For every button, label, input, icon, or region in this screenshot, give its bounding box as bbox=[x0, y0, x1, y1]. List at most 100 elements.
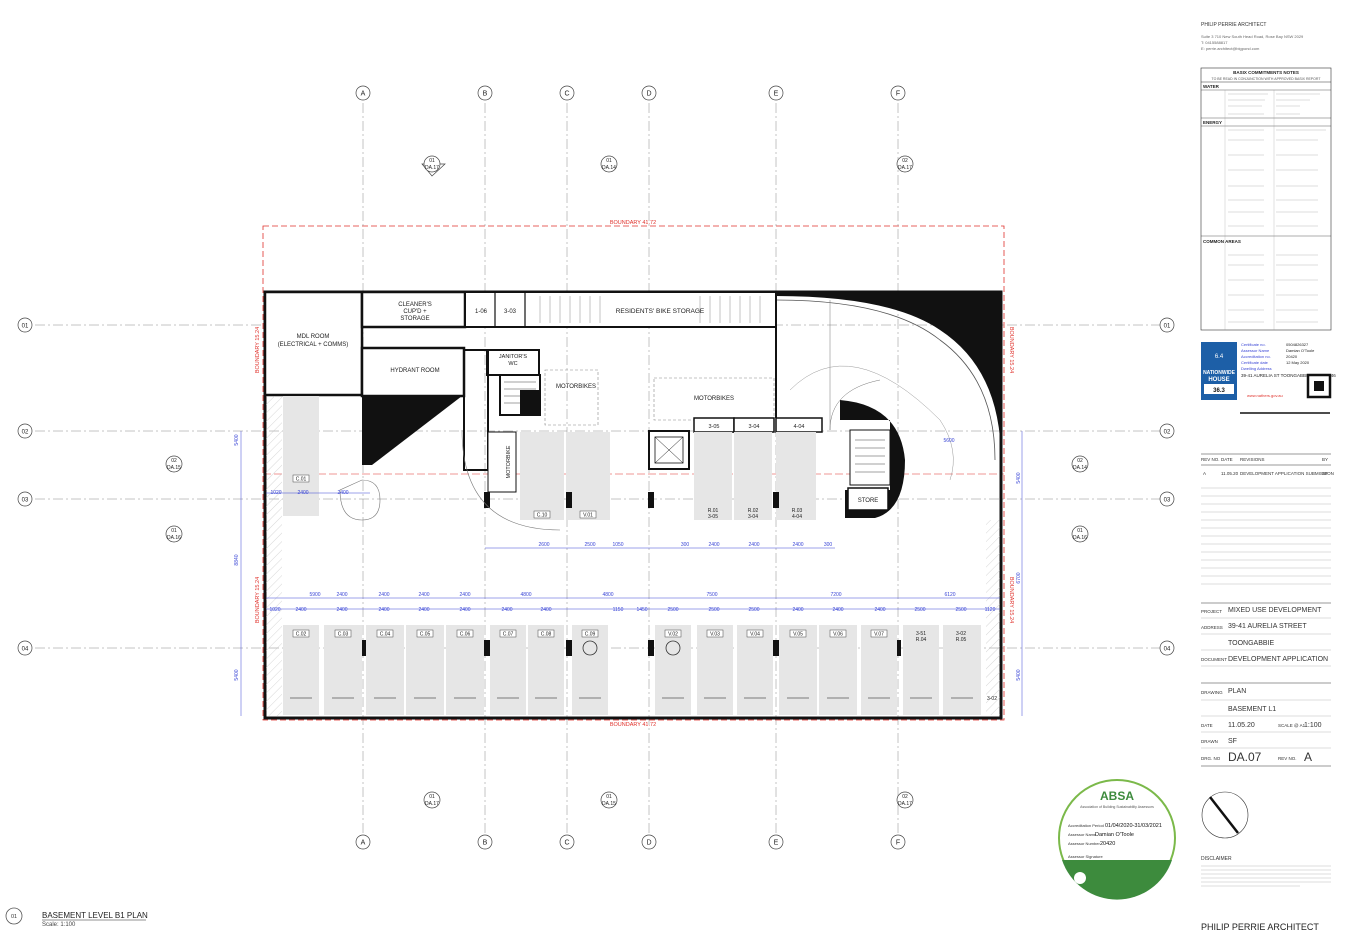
svg-text:02: 02 bbox=[1164, 430, 1171, 436]
nathers-certificate: 6.4 NATIONWIDE HOUSE 36.3 Certificate no… bbox=[1201, 342, 1336, 414]
svg-text:BASIX COMMITMENTS NOTES: BASIX COMMITMENTS NOTES bbox=[1233, 70, 1299, 75]
svg-text:12 May 2020: 12 May 2020 bbox=[1286, 360, 1310, 365]
svg-text:HYDRANT ROOM: HYDRANT ROOM bbox=[390, 368, 439, 374]
svg-text:2400: 2400 bbox=[832, 607, 843, 613]
svg-text:3-05: 3-05 bbox=[708, 514, 718, 520]
svg-text:SF: SF bbox=[1322, 471, 1328, 476]
svg-text:11.05.20: 11.05.20 bbox=[1228, 722, 1255, 729]
svg-text:E: E bbox=[774, 91, 779, 98]
svg-text:A: A bbox=[1203, 471, 1206, 476]
svg-text:2500: 2500 bbox=[955, 607, 966, 613]
svg-text:ADDRESS: ADDRESS bbox=[1201, 625, 1223, 630]
svg-text:2400: 2400 bbox=[459, 592, 470, 598]
svg-text:DRAWING: DRAWING bbox=[1201, 690, 1223, 695]
svg-text:TO BE READ IN CONJUNCTION WITH: TO BE READ IN CONJUNCTION WITH APPROVED … bbox=[1212, 77, 1322, 81]
svg-text:5400: 5400 bbox=[1016, 472, 1022, 483]
svg-text:Suite 3 710 New South Head Roa: Suite 3 710 New South Head Road, Rose Ba… bbox=[1201, 34, 1304, 39]
svg-text:DA.16: DA.16 bbox=[1073, 535, 1087, 541]
svg-text:6700: 6700 bbox=[1016, 572, 1022, 583]
svg-text:2500: 2500 bbox=[708, 607, 719, 613]
dims-row1: 5900 2400 2400 2400 2400 4800 4800 7500 … bbox=[309, 592, 955, 598]
svg-text:PROJECT: PROJECT bbox=[1201, 609, 1222, 614]
top-bays bbox=[266, 396, 1000, 716]
svg-text:01: 01 bbox=[11, 914, 17, 920]
svg-text:01: 01 bbox=[606, 794, 612, 800]
dims-right: 5400 6700 5400 bbox=[1016, 472, 1022, 680]
svg-text:V.03: V.03 bbox=[710, 632, 720, 638]
svg-text:2400: 2400 bbox=[540, 607, 551, 613]
svg-text:BASEMENT L1: BASEMENT L1 bbox=[1228, 706, 1276, 713]
svg-text:MIXED USE DEVELOPMENT: MIXED USE DEVELOPMENT bbox=[1228, 607, 1322, 614]
svg-text:DA.14: DA.14 bbox=[602, 165, 616, 171]
svg-text:Damian O'Toole: Damian O'Toole bbox=[1286, 348, 1315, 353]
svg-text:REVISIONS: REVISIONS bbox=[1240, 457, 1265, 462]
svg-text:V.01: V.01 bbox=[583, 513, 593, 519]
svg-text:DOCUMENT: DOCUMENT bbox=[1201, 657, 1227, 662]
svg-text:BOUNDARY 15.24: BOUNDARY 15.24 bbox=[255, 577, 261, 623]
ramp-wall bbox=[362, 396, 462, 465]
svg-text:3-02: 3-02 bbox=[987, 696, 997, 702]
svg-text:4800: 4800 bbox=[602, 592, 613, 598]
dims-small: 1020 2400 2400 5600 bbox=[270, 438, 954, 496]
svg-text:Dwelling Address: Dwelling Address bbox=[1241, 366, 1272, 371]
svg-text:BOUNDARY 15.24: BOUNDARY 15.24 bbox=[255, 327, 261, 373]
svg-text:COMMON AREAS: COMMON AREAS bbox=[1203, 239, 1241, 244]
svg-text:2400: 2400 bbox=[297, 490, 308, 496]
columns bbox=[360, 492, 901, 656]
svg-text:3-51: 3-51 bbox=[916, 631, 926, 637]
svg-text:03: 03 bbox=[1164, 498, 1171, 504]
project-info: PROJECT MIXED USE DEVELOPMENT ADDRESS 39… bbox=[1201, 602, 1331, 767]
motorbike-label: MOTORBIKE bbox=[506, 445, 512, 478]
motorbikes-room-1 bbox=[544, 369, 599, 426]
svg-text:R.04: R.04 bbox=[916, 637, 927, 643]
svg-text:1450: 1450 bbox=[636, 607, 647, 613]
svg-text:5900: 5900 bbox=[309, 592, 320, 598]
firm-header: PHILIP PERRIE ARCHITECT bbox=[1201, 22, 1266, 28]
svg-text:Assessor Name: Assessor Name bbox=[1241, 348, 1270, 353]
svg-text:Assessor Name: Assessor Name bbox=[1068, 832, 1097, 837]
svg-text:2400: 2400 bbox=[378, 607, 389, 613]
svg-text:BASEMENT LEVEL B1 PLAN: BASEMENT LEVEL B1 PLAN bbox=[42, 911, 148, 920]
svg-text:39-41 AURELIA STREET: 39-41 AURELIA STREET bbox=[1228, 623, 1307, 630]
svg-text:2500: 2500 bbox=[667, 607, 678, 613]
svg-text:DA.15: DA.15 bbox=[602, 801, 616, 807]
svg-text:1:100: 1:100 bbox=[1304, 722, 1322, 729]
svg-text:C.03: C.03 bbox=[338, 632, 349, 638]
grid-bubbles-top: A B C D E F bbox=[355, 85, 906, 101]
svg-text:Damian O'Toole: Damian O'Toole bbox=[1095, 832, 1134, 838]
svg-text:2400: 2400 bbox=[418, 607, 429, 613]
svg-text:2400: 2400 bbox=[748, 542, 759, 548]
drawing-title: 01 BASEMENT LEVEL B1 PLAN Scale: 1:100 bbox=[5, 907, 148, 928]
svg-text:DA.16: DA.16 bbox=[167, 535, 181, 541]
svg-text:7500: 7500 bbox=[706, 592, 717, 598]
svg-text:C.09: C.09 bbox=[585, 632, 596, 638]
svg-text:2400: 2400 bbox=[874, 607, 885, 613]
svg-text:3-03: 3-03 bbox=[504, 309, 517, 315]
svg-text:Assessor Signature: Assessor Signature bbox=[1068, 854, 1103, 859]
hydrant-room bbox=[360, 346, 466, 398]
svg-text:01/04/2020-31/03/2021: 01/04/2020-31/03/2021 bbox=[1105, 823, 1162, 829]
svg-text:CLEANER'S: CLEANER'S bbox=[398, 302, 432, 308]
top-bay-labels: C.01 C.10 V.01 R.013-05 R.023-04 R.034-0… bbox=[292, 474, 802, 520]
svg-text:BOUNDARY 15.24: BOUNDARY 15.24 bbox=[1008, 577, 1014, 623]
svg-text:3-04: 3-04 bbox=[748, 424, 759, 430]
svg-text:BOUNDARY 41.72: BOUNDARY 41.72 bbox=[610, 722, 656, 728]
svg-text:DRAWN: DRAWN bbox=[1201, 739, 1218, 744]
svg-text:BOUNDARY 15.24: BOUNDARY 15.24 bbox=[1008, 327, 1014, 373]
svg-text:5400: 5400 bbox=[234, 669, 240, 680]
bottom-bays bbox=[283, 625, 981, 715]
svg-text:V.06: V.06 bbox=[833, 632, 843, 638]
svg-text:5400: 5400 bbox=[234, 434, 240, 445]
grid-bubbles-left: 01 02 03 04 bbox=[17, 317, 33, 656]
svg-text:STORAGE: STORAGE bbox=[400, 316, 429, 322]
svg-text:A: A bbox=[1304, 750, 1312, 764]
svg-text:V.02: V.02 bbox=[668, 632, 678, 638]
svg-text:MDL ROOM: MDL ROOM bbox=[297, 334, 330, 340]
svg-text:B: B bbox=[483, 840, 488, 847]
svg-text:11.05.20: 11.05.20 bbox=[1221, 471, 1239, 476]
floor-plan: STORE MDL ROOM (ELECTRICAL + COMMS) CLEA… bbox=[5, 85, 1176, 928]
svg-text:Scale: 1:100: Scale: 1:100 bbox=[42, 922, 76, 928]
svg-text:2400: 2400 bbox=[295, 607, 306, 613]
svg-text:2400: 2400 bbox=[418, 592, 429, 598]
